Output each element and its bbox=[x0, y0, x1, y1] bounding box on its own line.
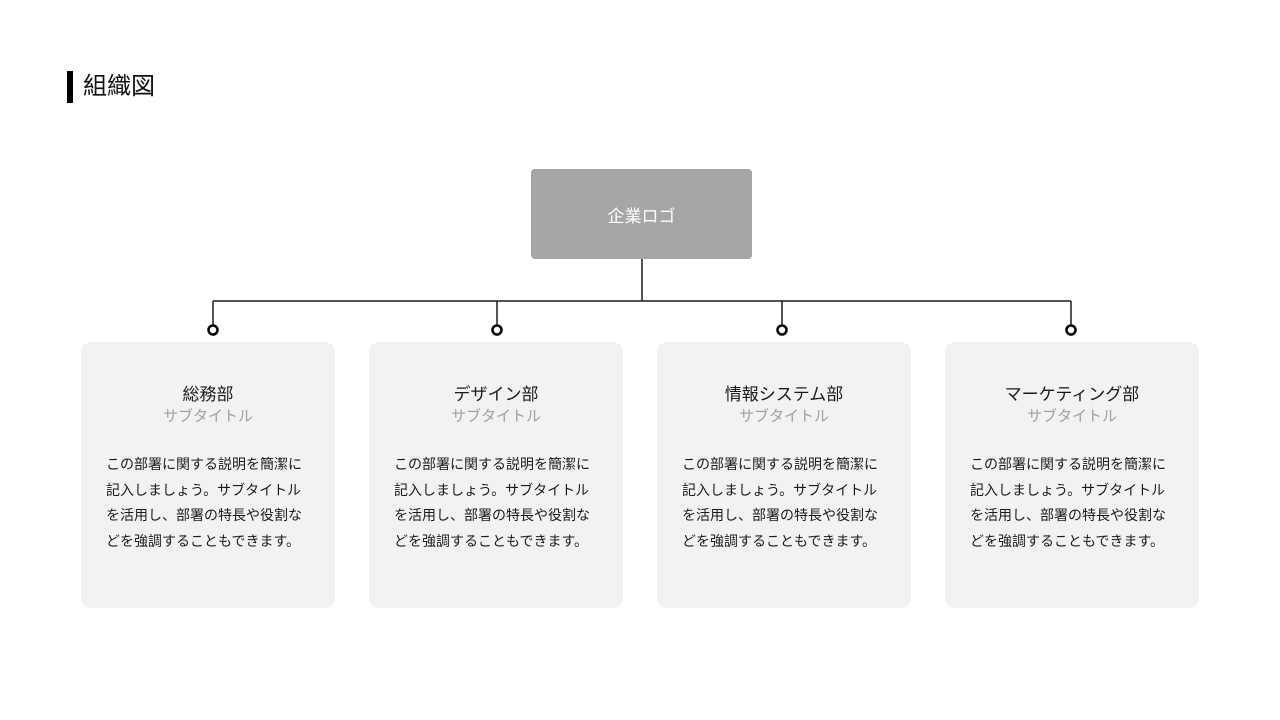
company-logo-box: 企業ロゴ bbox=[531, 169, 752, 259]
department-card-it: 情報システム部 サブタイトル この部署に関する説明を簡潔に記入しましょう。サブタ… bbox=[657, 342, 911, 608]
department-subtitle: サブタイトル bbox=[1026, 407, 1117, 425]
department-description: この部署に関する説明を簡潔に記入しましょう。サブタイトルを活用し、部署の特長や役… bbox=[682, 457, 878, 550]
page-title: 組織図 bbox=[83, 72, 155, 100]
department-subtitle: サブタイトル bbox=[738, 407, 829, 425]
department-name: 情報システム部 bbox=[724, 385, 844, 405]
department-description: この部署に関する説明を簡潔に記入しましょう。サブタイトルを活用し、部署の特長や役… bbox=[106, 457, 302, 550]
department-card-marketing: マーケティング部 サブタイトル この部署に関する説明を簡潔に記入しましょう。サブ… bbox=[945, 342, 1199, 608]
department-description: この部署に関する説明を簡潔に記入しましょう。サブタイトルを活用し、部署の特長や役… bbox=[970, 457, 1166, 550]
department-name: デザイン部 bbox=[453, 385, 539, 405]
department-subtitle: サブタイトル bbox=[450, 407, 541, 425]
department-subtitle: サブタイトル bbox=[162, 407, 253, 425]
department-card-design: デザイン部 サブタイトル この部署に関する説明を簡潔に記入しましょう。サブタイト… bbox=[369, 342, 623, 608]
company-logo-label: 企業ロゴ bbox=[607, 206, 676, 227]
department-description: この部署に関する説明を簡潔に記入しましょう。サブタイトルを活用し、部署の特長や役… bbox=[394, 457, 590, 550]
title-accent-bar bbox=[67, 71, 73, 103]
department-name: マーケティング部 bbox=[1004, 385, 1140, 405]
department-card-general-affairs: 総務部 サブタイトル この部署に関する説明を簡潔に記入しましょう。サブタイトルを… bbox=[81, 342, 335, 608]
department-name: 総務部 bbox=[182, 385, 234, 405]
